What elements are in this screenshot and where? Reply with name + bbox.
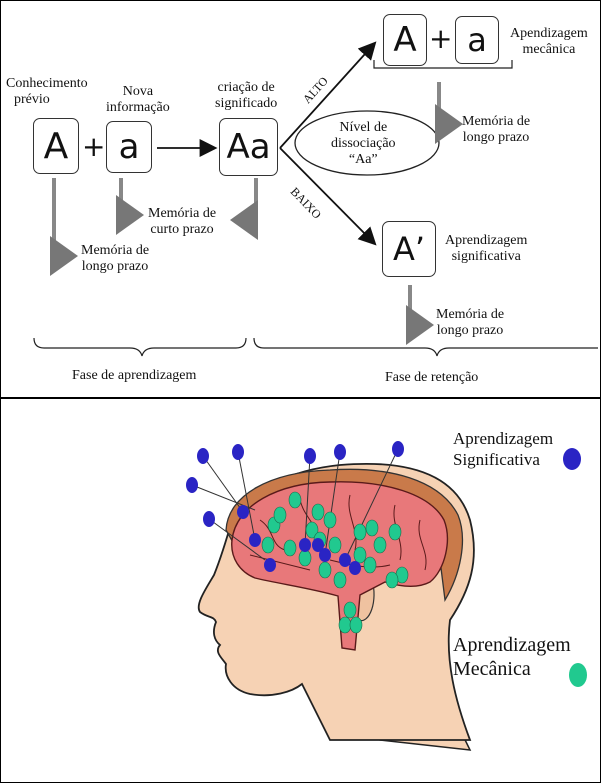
- pin-line: [202, 455, 244, 513]
- label-criacao: criação de significado: [215, 80, 278, 111]
- arrow-baixo: [279, 147, 377, 246]
- plus-sign-2: +: [429, 22, 453, 55]
- dots-layer: [237, 491, 409, 634]
- box-A: A: [33, 118, 79, 174]
- significativa-dot: [349, 561, 361, 575]
- arrow-A-longo: [50, 178, 78, 276]
- pin-line: [344, 448, 399, 561]
- pin-head: [232, 444, 244, 460]
- pin-line: [208, 518, 266, 561]
- mecanica-dot: [338, 616, 352, 634]
- legend-mecanica-label: Aprendizagem Mecânica: [453, 634, 571, 680]
- panel-divider: [0, 397, 601, 399]
- brace-aprendizagem: [33, 337, 247, 357]
- box-Aa: Aa: [219, 118, 278, 176]
- pin-line: [324, 451, 341, 556]
- mecanica-dot: [288, 491, 302, 509]
- label-fase-aprendizagem: Fase de aprendizagem: [72, 368, 197, 383]
- significativa-dot: [249, 533, 261, 547]
- pin-head: [392, 441, 404, 457]
- label-nivel-dissociacao: Nível de dissociação “Aa”: [331, 120, 396, 167]
- mecanica-dot: [373, 536, 387, 554]
- mecanica-dot: [365, 519, 379, 537]
- mecanica-dot: [353, 546, 367, 564]
- label-memoria-longo-2: Memória de longo prazo: [462, 114, 531, 145]
- pin-head: [334, 444, 346, 460]
- label-aprendizagem-significativa: Aprendizagem significativa: [445, 233, 528, 264]
- mecanica-dot: [328, 536, 342, 554]
- mecanica-dot: [323, 511, 337, 529]
- label-apendizagem-mecanica: Apendizagem mecânica: [510, 26, 588, 57]
- brace-retencao: [253, 337, 598, 357]
- label-fase-retencao: Fase de retenção: [385, 370, 479, 385]
- mecanica-dot: [363, 556, 377, 574]
- mecanica-dot: [343, 601, 357, 619]
- bracket-mecanica: [373, 60, 513, 69]
- label-memoria-curto: Memória de curto prazo: [148, 206, 217, 237]
- mecanica-dot: [388, 523, 402, 541]
- arrow-sig-longo: [406, 285, 434, 345]
- arrow-Aa-curto: [230, 178, 258, 240]
- mecanica-dot: [333, 571, 347, 589]
- mecanica-dot: [283, 539, 297, 557]
- brain: [231, 481, 448, 651]
- significativa-dot: [339, 553, 351, 567]
- label-conhecimento: Conhecimento prévio: [6, 76, 88, 107]
- label-memoria-longo-1: Memória de longo prazo: [81, 243, 150, 274]
- mecanica-dot: [385, 571, 399, 589]
- box-a-mecanica: a: [455, 16, 499, 64]
- significativa-dot: [319, 548, 331, 562]
- pin-head: [197, 448, 209, 464]
- mecanica-dot: [349, 616, 363, 634]
- significativa-dot: [237, 505, 249, 519]
- mecanica-dot: [353, 523, 367, 541]
- box-a: a: [106, 121, 152, 173]
- significativa-dot: [312, 538, 324, 552]
- mecanica-dot: [298, 549, 312, 567]
- box-A-prime: A’: [382, 221, 436, 277]
- box-A-mecanica: A: [383, 14, 427, 66]
- mecanica-dot: [311, 503, 325, 521]
- pin-head: [186, 477, 198, 493]
- pin-line: [237, 451, 256, 541]
- mecanica-dot: [305, 521, 319, 539]
- arrow-mec-longo: [435, 82, 463, 144]
- significativa-dot: [299, 538, 311, 552]
- label-memoria-longo-3: Memória de longo prazo: [436, 307, 505, 338]
- label-nova-informacao: Nova informação: [106, 84, 170, 115]
- mecanica-dot: [261, 536, 275, 554]
- arrow-alto: [279, 41, 377, 149]
- mecanica-dot: [318, 561, 332, 579]
- pin-head: [304, 448, 316, 464]
- pin-head: [203, 511, 215, 527]
- pins-layer: [186, 441, 404, 561]
- legend-significativa-label: Aprendizagem Significativa: [453, 429, 554, 469]
- plus-sign-1: +: [82, 130, 106, 163]
- significativa-dot: [264, 558, 276, 572]
- arrow-a-curto: [116, 178, 144, 235]
- mecanica-dot: [273, 506, 287, 524]
- top-diagram-lines: [33, 41, 598, 357]
